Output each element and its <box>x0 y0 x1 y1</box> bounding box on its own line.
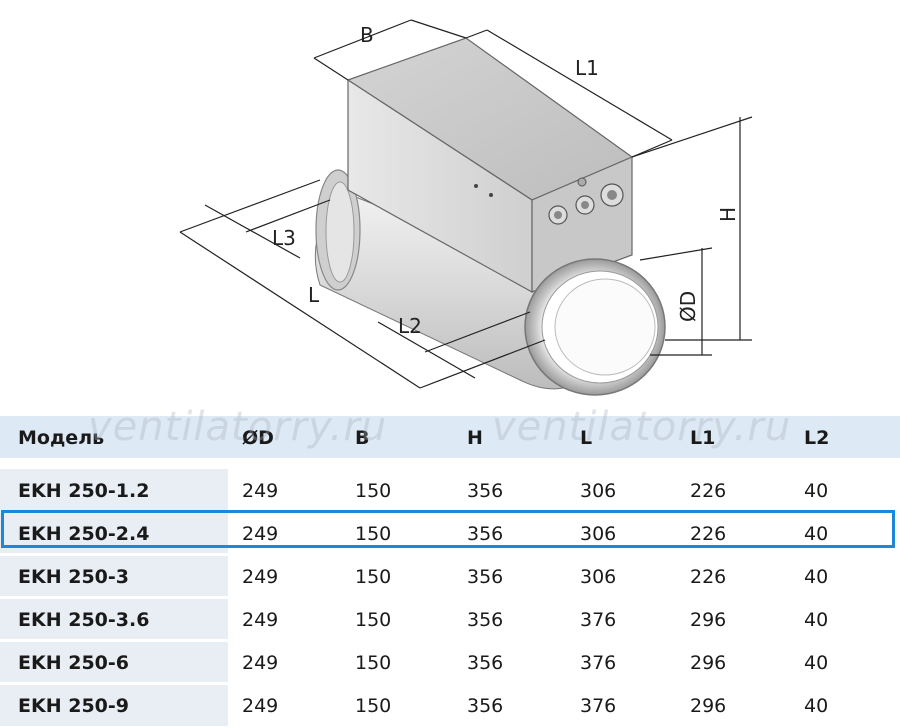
dim-label-l2: L2 <box>398 314 422 338</box>
h-cell: 356 <box>467 609 504 631</box>
front-duct-opening <box>524 258 666 396</box>
l-cell: 376 <box>580 609 617 631</box>
diameter-cell: 249 <box>242 652 279 674</box>
l2-cell: 40 <box>804 523 829 545</box>
table-header-row: Модель ØD B H L L1 L2 <box>0 416 900 458</box>
row-divider <box>0 596 900 599</box>
row-divider <box>0 553 900 556</box>
l2-cell: 40 <box>804 609 829 631</box>
h-cell: 356 <box>467 566 504 588</box>
header-l1: L1 <box>690 427 716 449</box>
model-cell: EKH 250-3 <box>0 555 228 597</box>
l1-cell: 296 <box>690 695 727 717</box>
diameter-cell: 249 <box>242 695 279 717</box>
header-h: H <box>467 427 483 449</box>
diameter-cell: 249 <box>242 566 279 588</box>
b-cell: 150 <box>355 566 392 588</box>
h-cell: 356 <box>467 480 504 502</box>
h-cell: 356 <box>467 695 504 717</box>
duct-tube <box>314 169 591 390</box>
dim-label-l3: L3 <box>272 226 296 250</box>
l2-cell: 40 <box>804 566 829 588</box>
model-cell: EKH 250-6 <box>0 641 228 683</box>
duct-heater-diagram: B L1 H ØD L L3 L2 <box>179 19 753 396</box>
l2-cell: 40 <box>804 695 829 717</box>
dim-label-od: ØD <box>676 291 700 322</box>
dim-label-h: H <box>716 207 740 222</box>
watermark: ventilatorry.ru <box>88 404 388 450</box>
header-model: Модель <box>18 427 105 449</box>
watermark: ventilatorry.ru <box>492 404 792 450</box>
b-cell: 150 <box>355 652 392 674</box>
dimension-lines <box>179 19 753 389</box>
diameter-cell: 249 <box>242 523 279 545</box>
cable-glands <box>548 183 624 225</box>
table-row: EKH 250-1.2 249 150 356 306 226 40 <box>0 469 900 511</box>
l1-cell: 226 <box>690 523 727 545</box>
diameter-cell: 249 <box>242 480 279 502</box>
row-divider <box>0 682 900 685</box>
row-divider <box>0 639 900 642</box>
l1-cell: 296 <box>690 652 727 674</box>
l-cell: 376 <box>580 695 617 717</box>
b-cell: 150 <box>355 609 392 631</box>
l-cell: 376 <box>580 652 617 674</box>
model-cell: EKH 250-1.2 <box>0 469 228 511</box>
table-row: EKH 250-9 249 150 356 376 296 40 <box>0 684 900 726</box>
l1-cell: 296 <box>690 609 727 631</box>
l2-cell: 40 <box>804 480 829 502</box>
b-cell: 150 <box>355 480 392 502</box>
model-cell: EKH 250-3.6 <box>0 598 228 640</box>
header-diameter: ØD <box>242 427 274 449</box>
h-cell: 356 <box>467 652 504 674</box>
l-cell: 306 <box>580 566 617 588</box>
b-cell: 150 <box>355 523 392 545</box>
control-box <box>346 37 634 294</box>
table-row: EKH 250-3 249 150 356 306 226 40 <box>0 555 900 597</box>
h-cell: 356 <box>467 523 504 545</box>
table-row: EKH 250-3.6 249 150 356 376 296 40 <box>0 598 900 640</box>
diameter-cell: 249 <box>242 609 279 631</box>
header-l2: L2 <box>804 427 830 449</box>
l1-cell: 226 <box>690 566 727 588</box>
l2-cell: 40 <box>804 652 829 674</box>
model-cell: EKH 250-9 <box>0 684 228 726</box>
dim-label-l: L <box>308 283 320 307</box>
dim-label-b: B <box>360 23 374 47</box>
table-row: EKH 250-6 249 150 356 376 296 40 <box>0 641 900 683</box>
duct-heater-drawing: B L1 H ØD L L3 L2 <box>179 19 753 396</box>
l-cell: 306 <box>580 523 617 545</box>
l1-cell: 226 <box>690 480 727 502</box>
selected-row-highlight <box>1 510 895 548</box>
b-cell: 150 <box>355 695 392 717</box>
header-l: L <box>580 427 593 449</box>
header-b: B <box>355 427 370 449</box>
l-cell: 306 <box>580 480 617 502</box>
dim-label-l1: L1 <box>575 56 599 80</box>
